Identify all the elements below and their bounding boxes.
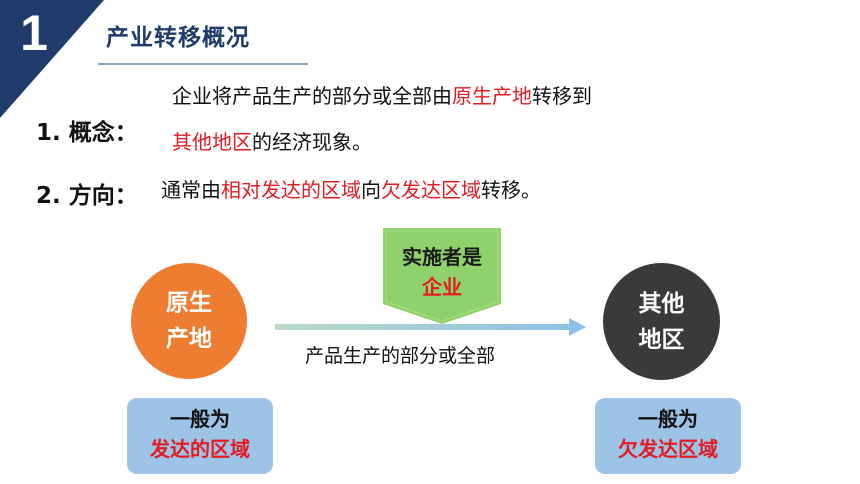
destination-label-line-2: 地区 bbox=[638, 326, 685, 353]
destination-label-line-1: 其他 bbox=[638, 290, 685, 317]
concept-line-1: 企业将产品生产的部分或全部由原生产地转移到 bbox=[172, 82, 592, 110]
implementer-banner-text: 实施者是 企业 bbox=[383, 242, 501, 302]
direction-text-2: 向 bbox=[361, 178, 381, 202]
concept-highlight-origin: 原生产地 bbox=[452, 84, 532, 108]
concept-line-2: 其他地区的经济现象。 bbox=[172, 128, 372, 156]
page-title: 产业转移概况 bbox=[106, 25, 250, 51]
concept-text-3: 的经济现象。 bbox=[252, 130, 372, 154]
title-underline bbox=[98, 63, 308, 65]
origin-box-line-1: 一般为 bbox=[170, 407, 230, 431]
direction-text-1: 通常由 bbox=[161, 178, 221, 202]
destination-box-line-2: 欠发达区域 bbox=[618, 437, 718, 461]
origin-description-box: 一般为 发达的区域 bbox=[127, 398, 273, 474]
concept-text-1: 企业将产品生产的部分或全部由 bbox=[172, 84, 452, 108]
concept-highlight-destination: 其他地区 bbox=[172, 130, 252, 154]
direction-highlight-less-developed: 欠发达区域 bbox=[381, 178, 481, 202]
direction-highlight-developed: 相对发达的区域 bbox=[221, 178, 361, 202]
implementer-value: 企业 bbox=[422, 275, 462, 299]
destination-circle: 其他 地区 bbox=[603, 263, 720, 380]
origin-label-line-1: 原生 bbox=[166, 290, 212, 316]
implementer-label: 实施者是 bbox=[402, 245, 482, 269]
direction-label: 2. 方向： bbox=[36, 183, 138, 209]
destination-box-line-1: 一般为 bbox=[638, 407, 698, 431]
destination-description-box: 一般为 欠发达区域 bbox=[595, 398, 741, 474]
direction-text-3: 转移。 bbox=[481, 178, 541, 202]
origin-circle: 原生 产地 bbox=[131, 263, 247, 379]
origin-box-line-2: 发达的区域 bbox=[150, 437, 250, 461]
concept-label: 1. 概念： bbox=[36, 120, 138, 146]
concept-text-2: 转移到 bbox=[532, 84, 592, 108]
implementer-banner bbox=[383, 228, 501, 324]
arrow-caption: 产品生产的部分或全部 bbox=[305, 345, 496, 367]
origin-label-line-2: 产地 bbox=[166, 326, 212, 352]
section-corner-shape bbox=[0, 0, 104, 118]
direction-line: 通常由相对发达的区域向欠发达区域转移。 bbox=[161, 176, 541, 204]
section-number: 1 bbox=[20, 5, 48, 61]
